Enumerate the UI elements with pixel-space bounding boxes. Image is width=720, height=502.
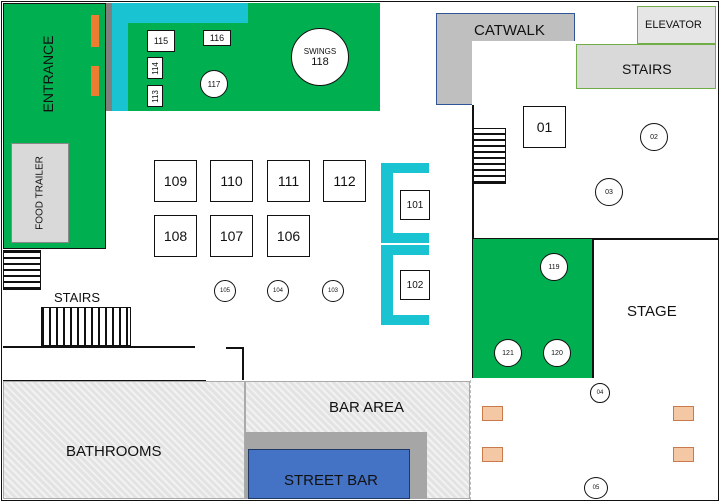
seat-121[interactable]: 121 bbox=[494, 339, 522, 367]
stairs-left-upper[interactable] bbox=[3, 250, 41, 290]
seat-111[interactable]: 111 bbox=[267, 160, 310, 202]
seat-116[interactable]: 116 bbox=[203, 30, 231, 46]
wall-left-mid bbox=[3, 346, 195, 348]
patio-table-left-2[interactable] bbox=[482, 447, 503, 462]
right-room-wall-mid bbox=[472, 238, 718, 240]
wall-bar-corner-h bbox=[226, 347, 243, 349]
stage-wall-left bbox=[592, 238, 594, 378]
entrance-door-1 bbox=[91, 15, 99, 47]
seat-119[interactable]: 119 bbox=[540, 253, 568, 281]
stairs-left-lower[interactable] bbox=[41, 307, 131, 346]
seat-107-label: 107 bbox=[219, 228, 244, 244]
seat-119-label: 119 bbox=[548, 263, 560, 271]
seat-115[interactable]: 115 bbox=[147, 30, 175, 52]
seat-107[interactable]: 107 bbox=[210, 215, 253, 257]
wall-bar-corner-v bbox=[242, 347, 244, 380]
stairs-right[interactable] bbox=[576, 44, 716, 89]
patio-table-right-1[interactable] bbox=[673, 406, 694, 421]
stage-label: STAGE bbox=[627, 303, 677, 320]
seat-108-label: 108 bbox=[163, 228, 188, 244]
seat-102[interactable]: 102 bbox=[400, 270, 430, 300]
seat-101-label: 101 bbox=[406, 199, 424, 211]
seat-03[interactable]: 03 bbox=[595, 178, 623, 206]
seat-109[interactable]: 109 bbox=[154, 160, 197, 202]
seat-05[interactable]: 05 bbox=[584, 477, 608, 499]
divider-post bbox=[106, 3, 112, 111]
seat-116-label: 116 bbox=[209, 33, 225, 43]
seat-106[interactable]: 106 bbox=[267, 215, 310, 257]
seat-109-label: 109 bbox=[163, 173, 188, 189]
seat-117[interactable]: 117 bbox=[200, 70, 228, 98]
seat-106-label: 106 bbox=[276, 228, 301, 244]
food-trailer[interactable] bbox=[11, 143, 69, 243]
right-room-wall-left bbox=[472, 105, 474, 378]
cyan-bench-top-inner bbox=[128, 3, 248, 23]
seat-117-label: 117 bbox=[207, 79, 221, 89]
seat-04[interactable]: 04 bbox=[590, 383, 610, 403]
seat-114-label: 114 bbox=[150, 61, 160, 75]
seat-120-label: 120 bbox=[551, 349, 563, 357]
patio-table-right-2[interactable] bbox=[673, 447, 694, 462]
seat-108[interactable]: 108 bbox=[154, 215, 197, 257]
bar-area-label: BAR AREA bbox=[329, 399, 405, 416]
seat-03-label: 03 bbox=[605, 188, 613, 196]
swings-number: 118 bbox=[311, 55, 329, 68]
seat-101[interactable]: 101 bbox=[400, 190, 430, 220]
seat-04-label: 04 bbox=[596, 390, 604, 396]
seat-103-label: 103 bbox=[327, 288, 338, 294]
elevator[interactable] bbox=[637, 6, 716, 44]
seat-104[interactable]: 104 bbox=[267, 280, 289, 302]
green-seating-area-right[interactable] bbox=[473, 239, 592, 378]
stairs-right-room[interactable] bbox=[473, 128, 506, 184]
stairs-right-label: STAIRS bbox=[622, 61, 672, 77]
seat-113[interactable]: 113 bbox=[147, 85, 163, 107]
wall-lower-top bbox=[3, 380, 206, 382]
entrance-door-2 bbox=[91, 66, 99, 96]
entrance-label: ENTRANCE bbox=[40, 35, 56, 113]
bathrooms-label: BATHROOMS bbox=[66, 443, 162, 460]
seat-114[interactable]: 114 bbox=[147, 57, 163, 79]
seat-115-label: 115 bbox=[153, 36, 169, 46]
seat-102-label: 102 bbox=[406, 279, 424, 291]
seat-113-label: 113 bbox=[150, 89, 160, 103]
catwalk-label: CATWALK bbox=[474, 22, 545, 39]
seat-105-label: 105 bbox=[219, 288, 230, 294]
seat-110-label: 110 bbox=[220, 173, 243, 189]
seat-121-label: 121 bbox=[502, 349, 514, 357]
seat-112-label: 112 bbox=[333, 173, 356, 189]
street-bar-label: STREET BAR bbox=[284, 472, 378, 489]
swings-118[interactable]: SWINGS 118 bbox=[291, 28, 349, 86]
seat-120[interactable]: 120 bbox=[543, 339, 571, 367]
seat-111-label: 111 bbox=[277, 173, 300, 189]
patio-table-left-1[interactable] bbox=[482, 406, 503, 421]
seat-110[interactable]: 110 bbox=[210, 160, 253, 202]
bathrooms[interactable] bbox=[3, 381, 245, 499]
seat-105[interactable]: 105 bbox=[214, 280, 236, 302]
food-trailer-label: FOOD TRAILER bbox=[34, 156, 46, 230]
elevator-label: ELEVATOR bbox=[645, 19, 702, 31]
seat-02[interactable]: 02 bbox=[640, 123, 668, 151]
seat-104-label: 104 bbox=[272, 288, 283, 294]
seat-01-label: 01 bbox=[536, 119, 553, 135]
seat-103[interactable]: 103 bbox=[322, 280, 344, 302]
seat-01[interactable]: 01 bbox=[523, 106, 566, 148]
seat-112[interactable]: 112 bbox=[323, 160, 366, 202]
catwalk-inner-floor bbox=[472, 41, 576, 105]
seat-02-label: 02 bbox=[650, 133, 658, 141]
stairs-left-label: STAIRS bbox=[54, 290, 100, 305]
swings-label: SWINGS bbox=[303, 46, 337, 56]
street-bar[interactable] bbox=[248, 449, 410, 499]
seat-05-label: 05 bbox=[592, 485, 600, 491]
